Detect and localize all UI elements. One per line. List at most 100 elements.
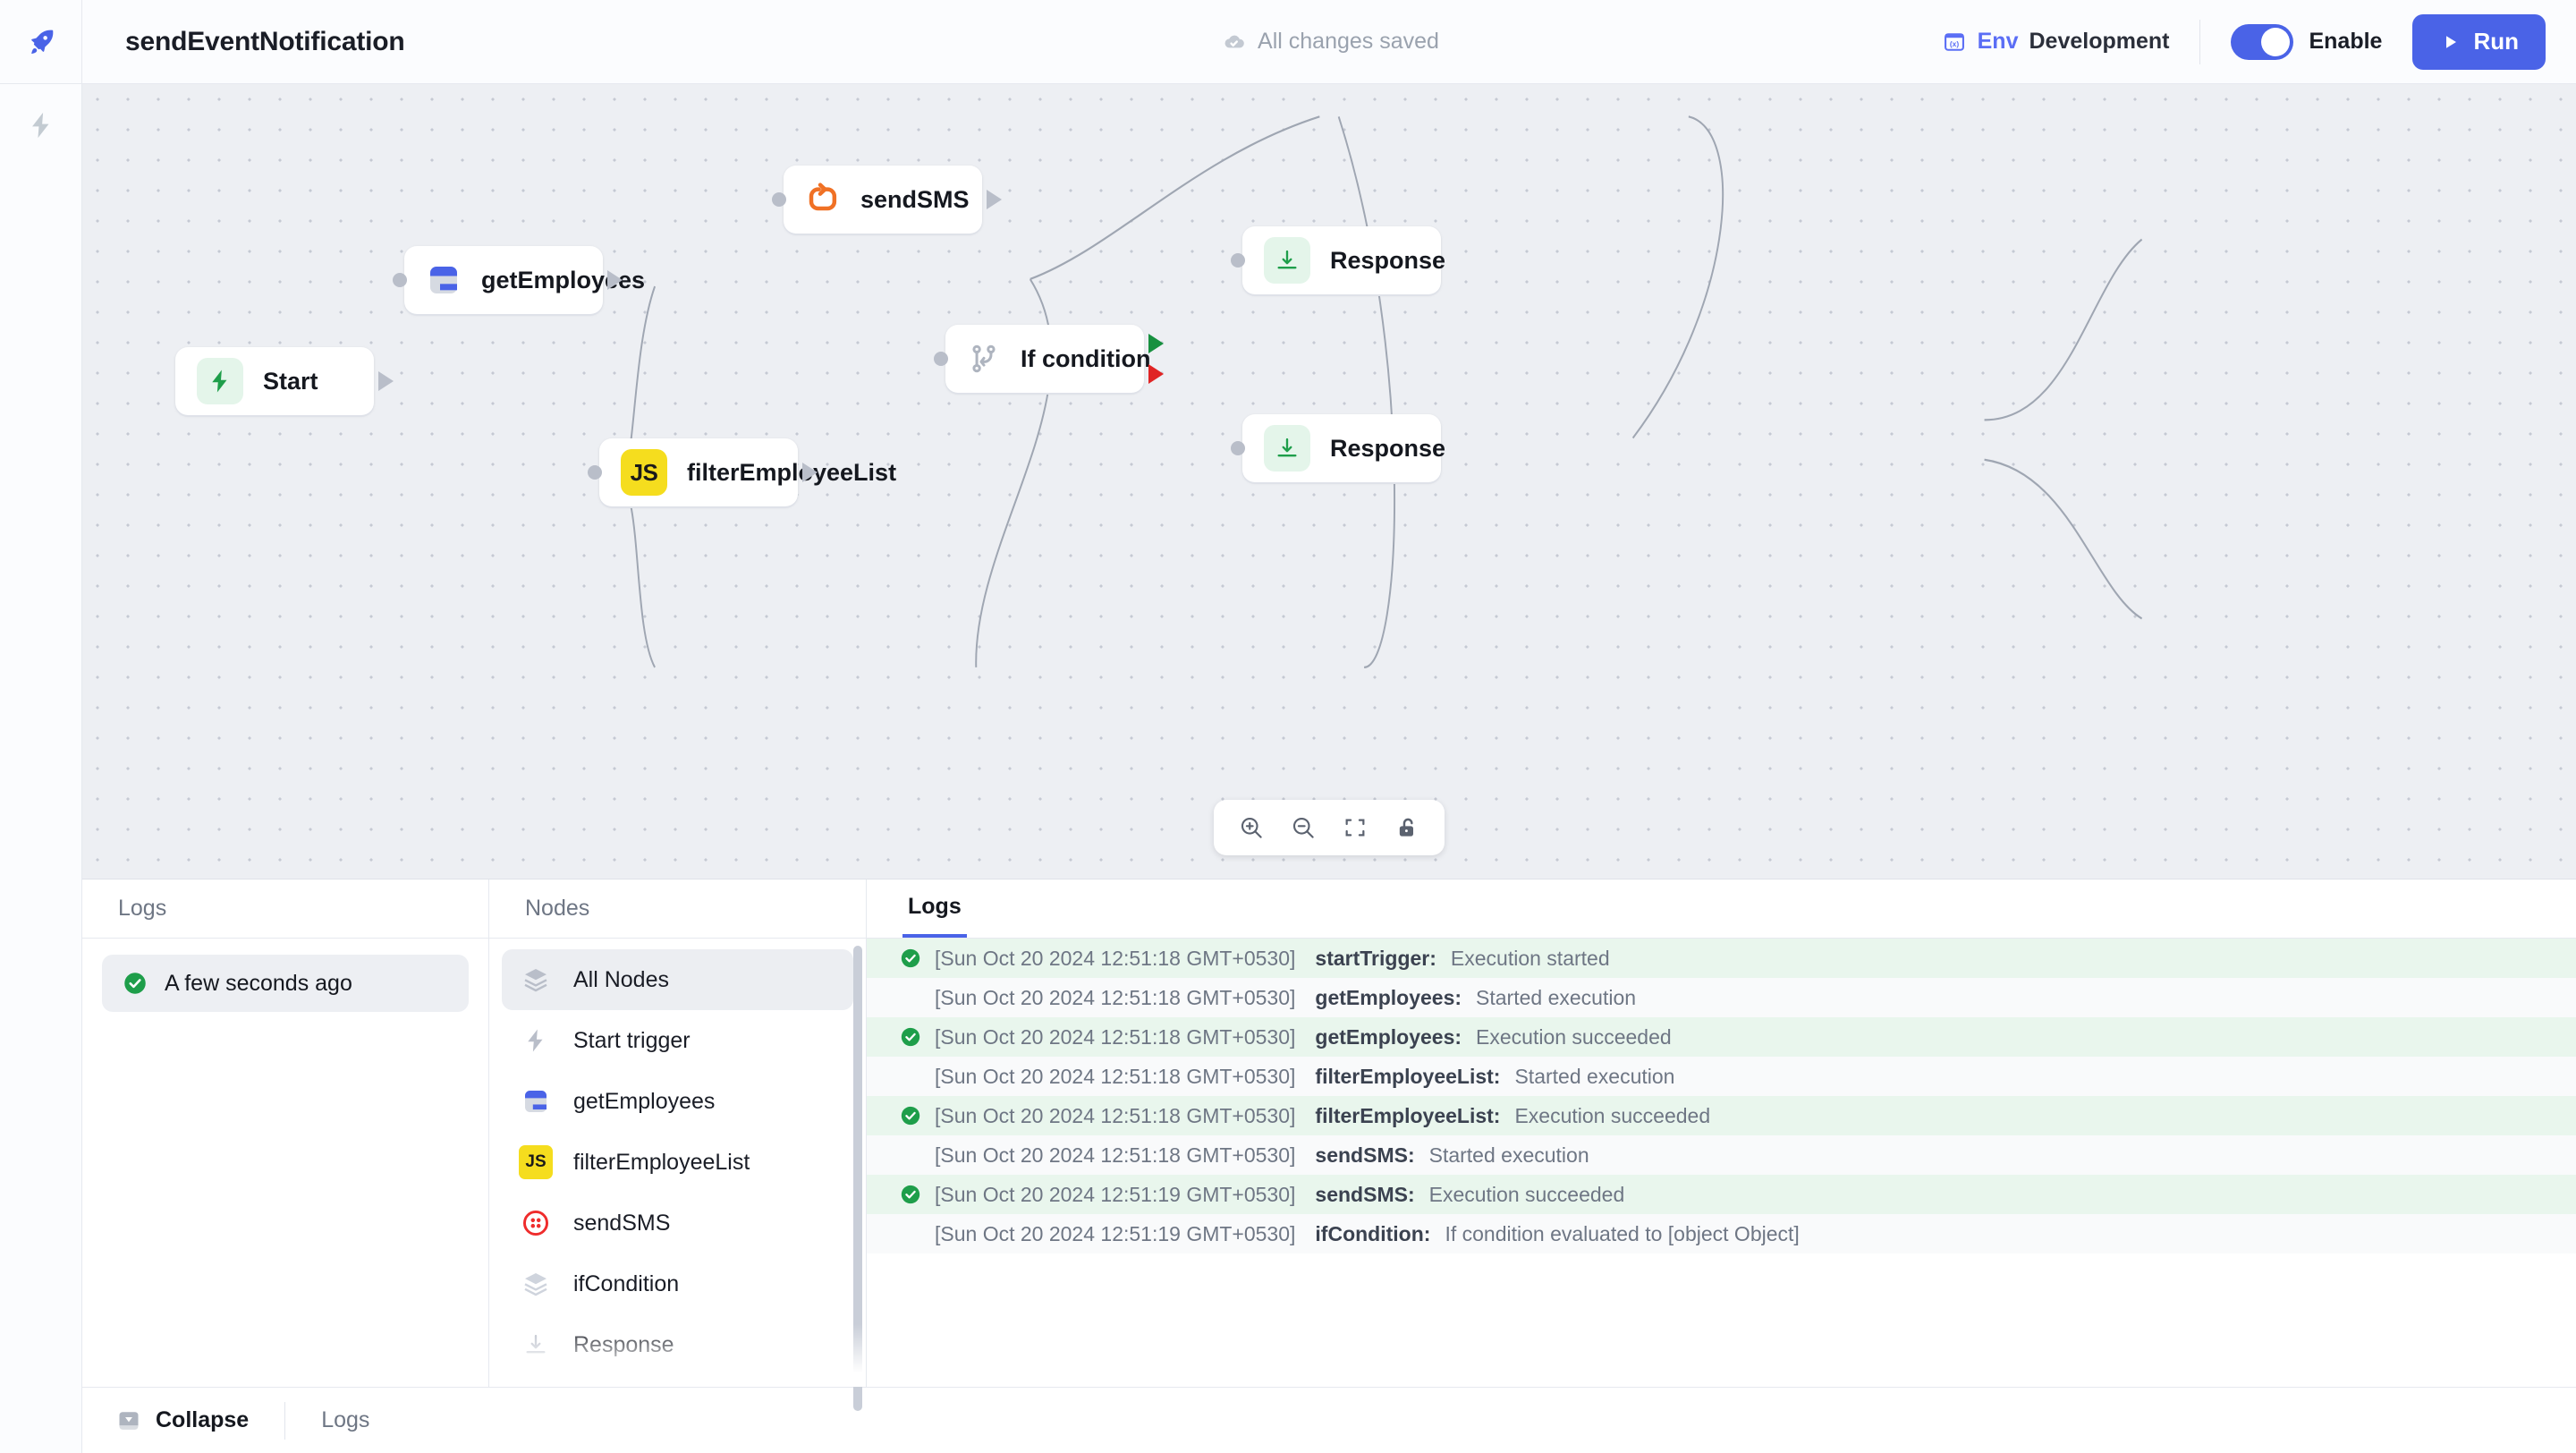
log-row[interactable]: [Sun Oct 20 2024 12:51:18 GMT+0530] getE…	[867, 1017, 2576, 1057]
log-message: Execution succeeded	[1476, 1024, 1672, 1049]
node-output-handle[interactable]	[987, 190, 1002, 209]
header-divider	[2199, 19, 2201, 64]
sidebar-item-workflows[interactable]	[0, 84, 82, 166]
nodes-panel-body[interactable]: All Nodes Start trigger	[489, 939, 866, 1387]
node-input-handle[interactable]	[1231, 253, 1245, 268]
app-logo[interactable]	[0, 0, 82, 84]
fit-view-button[interactable]	[1334, 808, 1377, 847]
node-list-item-response[interactable]: Response	[502, 1314, 853, 1375]
log-row[interactable]: [Sun Oct 20 2024 12:51:19 GMT+0530] ifCo…	[867, 1214, 2576, 1253]
node-input-handle[interactable]	[934, 352, 948, 366]
run-button-label: Run	[2473, 28, 2519, 55]
nodes-scrollbar[interactable]	[853, 946, 862, 1411]
zoom-in-icon	[1241, 817, 1262, 838]
run-list-item-label: A few seconds ago	[165, 970, 352, 996]
log-message: Started execution	[1428, 1143, 1589, 1167]
toggle-knob	[2261, 27, 2291, 56]
log-row[interactable]: [Sun Oct 20 2024 12:51:18 GMT+0530] filt…	[867, 1096, 2576, 1135]
zoom-out-button[interactable]	[1282, 808, 1325, 847]
tab-logs[interactable]: Logs	[902, 879, 967, 938]
runs-panel-body[interactable]: A few seconds ago	[82, 939, 488, 1387]
log-timestamp: [Sun Oct 20 2024 12:51:18 GMT+0530]	[935, 1024, 1296, 1049]
canvas-node-getemployees[interactable]: getEmployees	[393, 246, 645, 314]
node-label: filterEmployeeList	[687, 458, 897, 486]
log-node-name: getEmployees:	[1315, 985, 1462, 1009]
canvas-node-filteremployeelist[interactable]: JS filterEmployeeList	[588, 438, 896, 506]
collapse-button[interactable]: Collapse	[116, 1407, 284, 1433]
node-input-handle[interactable]	[1231, 441, 1245, 455]
node-list-item-filteremployeelist[interactable]: JS filterEmployeeList	[502, 1132, 853, 1193]
database-icon	[518, 1083, 554, 1119]
log-timestamp: [Sun Oct 20 2024 12:51:18 GMT+0530]	[935, 1143, 1296, 1167]
canvas-node-response-false[interactable]: Response	[1231, 414, 1445, 482]
play-icon	[2446, 35, 2457, 48]
node-list-item-ifcondition[interactable]: ifCondition	[502, 1253, 853, 1314]
lock-button[interactable]	[1385, 808, 1428, 847]
node-list-item-all-nodes[interactable]: All Nodes	[502, 949, 853, 1010]
run-button[interactable]: Run	[2412, 13, 2546, 70]
node-list-item-label: sendSMS	[573, 1210, 671, 1236]
enable-toggle-label: Enable	[2309, 29, 2383, 54]
node-list-item-label: filterEmployeeList	[573, 1149, 750, 1175]
js-icon: JS	[518, 1144, 554, 1180]
log-panel-body[interactable]: [Sun Oct 20 2024 12:51:18 GMT+0530] star…	[867, 939, 2576, 1387]
node-list-item-getemployees[interactable]: getEmployees	[502, 1071, 853, 1132]
node-filter-list: All Nodes Start trigger	[489, 939, 866, 1387]
node-input-handle[interactable]	[588, 465, 602, 480]
git-branch-icon	[972, 344, 996, 373]
response-icon	[1264, 237, 1310, 284]
enable-toggle[interactable]	[2231, 23, 2294, 60]
canvas-node-response-true[interactable]: Response	[1231, 226, 1445, 294]
env-label: Env	[1977, 29, 2019, 54]
collapse-button-label: Collapse	[156, 1407, 250, 1432]
run-list-item[interactable]: A few seconds ago	[102, 955, 469, 1012]
canvas-node-ifcondition[interactable]: If condition	[934, 325, 1164, 393]
log-message: Started execution	[1514, 1064, 1675, 1088]
node-label: Response	[1330, 434, 1446, 462]
node-output-handle[interactable]	[378, 371, 394, 391]
workflow-canvas[interactable]: Start getEmployees	[82, 84, 2576, 879]
log-row[interactable]: [Sun Oct 20 2024 12:51:19 GMT+0530] send…	[867, 1175, 2576, 1214]
log-list: [Sun Oct 20 2024 12:51:18 GMT+0530] star…	[867, 939, 2576, 1253]
env-selector[interactable]: (x) Env Development	[1942, 29, 2200, 55]
node-output-handle-false[interactable]	[1148, 363, 1164, 384]
enable-toggle-group[interactable]: Enable	[2200, 23, 2412, 60]
node-label: Start	[263, 367, 318, 395]
nodes-panel-title: Nodes	[525, 896, 590, 921]
log-node-name: sendSMS:	[1315, 1182, 1415, 1206]
database-icon	[430, 267, 457, 293]
node-list-item-sendsms[interactable]: sendSMS	[502, 1193, 853, 1253]
log-timestamp: [Sun Oct 20 2024 12:51:18 GMT+0530]	[935, 985, 1296, 1009]
zoom-in-button[interactable]	[1230, 808, 1273, 847]
log-timestamp: [Sun Oct 20 2024 12:51:19 GMT+0530]	[935, 1182, 1296, 1206]
log-node-name: getEmployees:	[1315, 1024, 1462, 1049]
log-message: If condition evaluated to [object Object…	[1445, 1221, 1800, 1245]
svg-text:(x): (x)	[1950, 39, 1959, 48]
node-list-item-start-trigger[interactable]: Start trigger	[502, 1010, 853, 1071]
canvas-zoom-controls	[1214, 800, 1445, 855]
success-check-icon	[899, 1183, 935, 1206]
twilio-icon	[518, 1205, 554, 1241]
detail-column: Logs [	[867, 879, 2576, 1387]
log-message: Execution succeeded	[1428, 1182, 1625, 1206]
save-status-text: All changes saved	[1258, 29, 1439, 54]
variable-box-icon: (x)	[1944, 32, 1964, 51]
log-row[interactable]: [Sun Oct 20 2024 12:51:18 GMT+0530] getE…	[867, 978, 2576, 1017]
node-output-handle-true[interactable]	[1148, 334, 1164, 354]
canvas-node-start[interactable]: Start	[175, 347, 394, 415]
node-input-handle[interactable]	[393, 273, 407, 287]
response-icon	[518, 1327, 554, 1363]
node-list-item-label: All Nodes	[573, 966, 669, 992]
node-input-handle[interactable]	[772, 192, 786, 207]
loop-icon	[809, 183, 837, 211]
log-row[interactable]: [Sun Oct 20 2024 12:51:18 GMT+0530] star…	[867, 939, 2576, 978]
log-row[interactable]: [Sun Oct 20 2024 12:51:18 GMT+0530] filt…	[867, 1057, 2576, 1096]
runs-panel-title: Logs	[118, 896, 167, 921]
node-list-item-response-disabled[interactable]: Response	[502, 1375, 853, 1387]
canvas-node-sendsms[interactable]: sendSMS	[772, 166, 1002, 234]
node-output-handle[interactable]	[607, 270, 623, 290]
runs-panel-header: Logs	[82, 879, 488, 939]
footer-logs-link[interactable]: Logs	[285, 1407, 369, 1433]
log-row[interactable]: [Sun Oct 20 2024 12:51:18 GMT+0530] send…	[867, 1135, 2576, 1175]
node-output-handle[interactable]	[802, 463, 818, 482]
